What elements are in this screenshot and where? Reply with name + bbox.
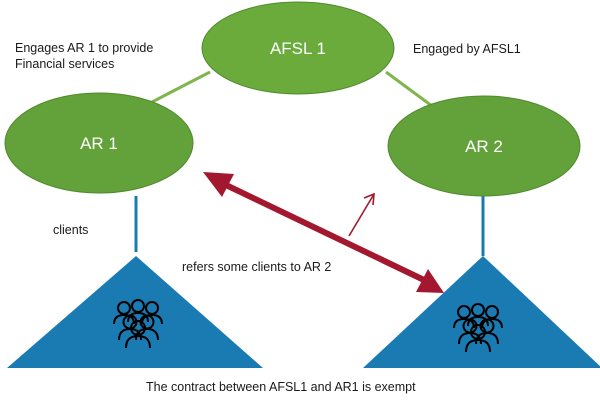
annotation-engages-line2: Financial services	[15, 57, 115, 71]
annotation-clients: clients	[53, 223, 89, 237]
annotation-refers: refers some clients to AR 2	[182, 260, 332, 274]
annotation-engages: Engages AR 1 to provide Financial servic…	[15, 40, 153, 72]
referral-arrow	[203, 172, 444, 293]
client-triangle-right	[363, 256, 600, 368]
node-ar2-label: AR 2	[465, 137, 503, 156]
connector-afsl1-ar2	[385, 70, 433, 108]
node-afsl1-label: AFSL 1	[270, 39, 326, 58]
referral-arrowhead-start	[203, 172, 234, 197]
small-arrow	[348, 192, 375, 237]
node-ar1: AR 1	[4, 92, 194, 194]
connector-afsl1-ar1	[151, 70, 211, 104]
node-afsl1: AFSL 1	[201, 1, 395, 95]
annotation-engages-line1: Engages AR 1 to provide	[15, 41, 154, 55]
node-ar2: AR 2	[387, 95, 581, 197]
referral-arrowhead-end	[416, 269, 444, 293]
node-ar1-label: AR 1	[80, 134, 118, 153]
annotation-engaged-by: Engaged by AFSL1	[413, 42, 521, 56]
footer-note: The contract between AFSL1 and AR1 is ex…	[146, 380, 416, 394]
